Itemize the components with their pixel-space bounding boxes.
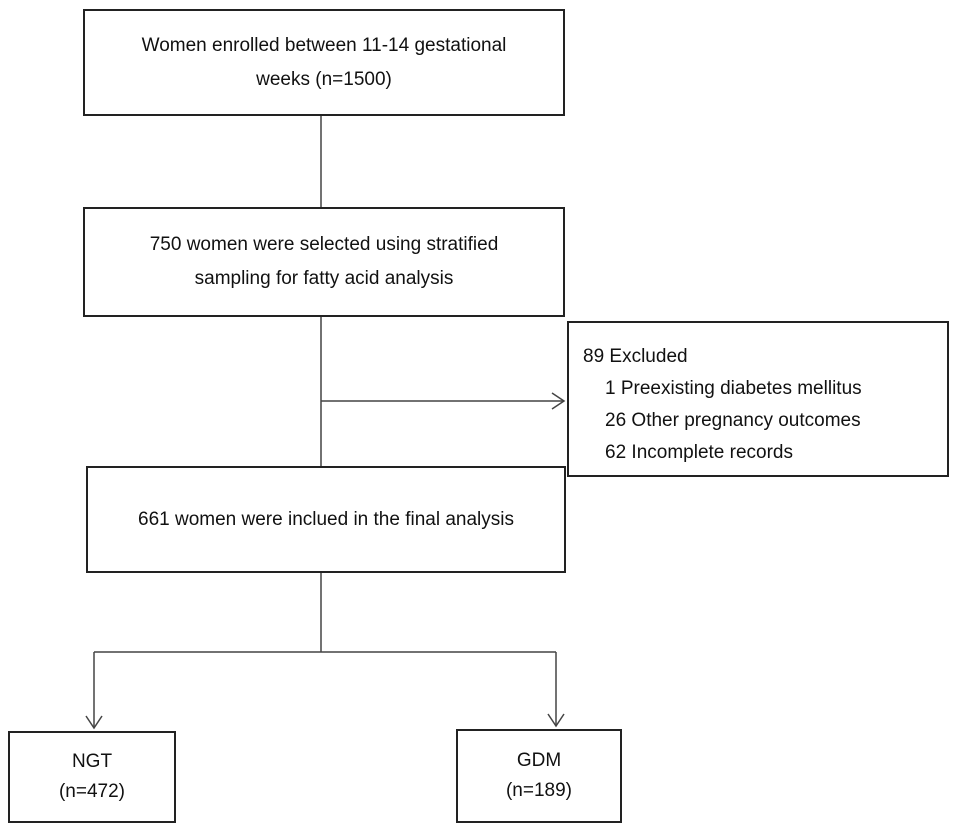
final-analysis-box: 661 women were inclued in the final anal…: [86, 466, 566, 573]
enrolled-line-2: weeks (n=1500): [256, 68, 392, 90]
excluded-box: 89 Excluded 1 Preexisting diabetes melli…: [567, 321, 949, 477]
ngt-label: NGT: [71, 751, 113, 772]
excluded-item-other-outcomes: 26 Other pregnancy outcomes: [605, 410, 861, 431]
excluded-item-diabetes: 1 Preexisting diabetes mellitus: [605, 378, 862, 399]
gdm-count: (n=189): [505, 780, 573, 801]
selected-line-1: 750 women were selected using stratified: [149, 234, 499, 255]
gdm-box: GDM (n=189): [456, 729, 622, 823]
ngt-count: (n=472): [58, 781, 126, 802]
arrowhead-excluded: [551, 392, 566, 410]
selected-box: 750 women were selected using stratified…: [83, 207, 565, 317]
excluded-heading: 89 Excluded: [583, 346, 688, 367]
gdm-label: GDM: [516, 750, 562, 771]
excluded-item-incomplete: 62 Incomplete records: [605, 442, 793, 463]
final-analysis-text: 661 women were inclued in the final anal…: [138, 508, 514, 530]
enrolled-line-1: Women enrolled between 11-14 gestational: [141, 34, 507, 56]
selected-line-2: sampling for fatty acid analysis: [194, 268, 454, 289]
ngt-box: NGT (n=472): [8, 731, 176, 823]
arrowhead-ngt: [85, 715, 103, 730]
enrolled-box: Women enrolled between 11-14 gestational…: [83, 9, 565, 116]
arrowhead-gdm: [547, 713, 565, 728]
